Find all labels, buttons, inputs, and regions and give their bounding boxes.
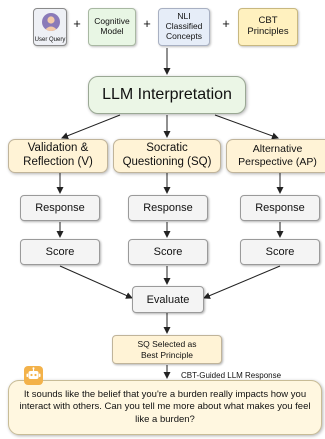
cbt-principles-box: CBT Principles xyxy=(238,8,298,46)
response-box-sq: Response xyxy=(128,195,208,221)
llm-interpretation-label: LLM Interpretation xyxy=(102,86,232,103)
socratic-questioning-box: Socratic Questioning (SQ) xyxy=(113,139,221,173)
user-query-label: User Query xyxy=(34,37,66,43)
response-label: Response xyxy=(35,202,85,214)
validation-reflection-box: Validation & Reflection (V) xyxy=(8,139,108,173)
response-box-v: Response xyxy=(20,195,100,221)
score-label: Score xyxy=(265,246,295,258)
response-box-ap: Response xyxy=(240,195,320,221)
nli-concepts-label: NLI Classified Concepts xyxy=(165,11,203,41)
socratic-questioning-label: Socratic Questioning (SQ) xyxy=(122,142,212,168)
llm-interpretation-box: LLM Interpretation xyxy=(88,76,246,114)
plus-sign: + xyxy=(73,16,81,31)
response-label: Response xyxy=(255,202,305,214)
final-response-text: It sounds like the belief that you're a … xyxy=(19,388,311,425)
score-box-ap: Score xyxy=(240,239,320,265)
evaluate-label: Evaluate xyxy=(146,293,190,306)
output-caption: CBT-Guided LLM Response xyxy=(181,371,282,380)
score-label: Score xyxy=(153,246,183,258)
alternative-perspective-label: Alternative Perspective (AP) xyxy=(238,143,317,168)
sq-selected-box: SQ Selected as Best Principle xyxy=(112,335,222,364)
alternative-perspective-box: Alternative Perspective (AP) xyxy=(226,139,325,173)
user-avatar-icon xyxy=(42,13,60,31)
sq-selected-label: SQ Selected as Best Principle xyxy=(137,339,197,360)
score-box-sq: Score xyxy=(128,239,208,265)
score-label: Score xyxy=(45,246,75,258)
evaluate-box: Evaluate xyxy=(132,286,204,313)
cognitive-model-label: Cognitive Model xyxy=(94,16,130,36)
plus-sign: + xyxy=(143,16,151,31)
user-query-box: User Query xyxy=(33,8,67,46)
cognitive-model-box: Cognitive Model xyxy=(88,8,136,46)
final-response-box: It sounds like the belief that you're a … xyxy=(8,380,322,435)
cbt-principles-label: CBT Principles xyxy=(247,15,289,37)
nli-concepts-box: NLI Classified Concepts xyxy=(158,8,210,46)
robot-icon xyxy=(24,366,43,385)
score-box-v: Score xyxy=(20,239,100,265)
validation-reflection-label: Validation & Reflection (V) xyxy=(23,142,93,168)
plus-sign: + xyxy=(222,16,230,31)
response-label: Response xyxy=(143,202,193,214)
